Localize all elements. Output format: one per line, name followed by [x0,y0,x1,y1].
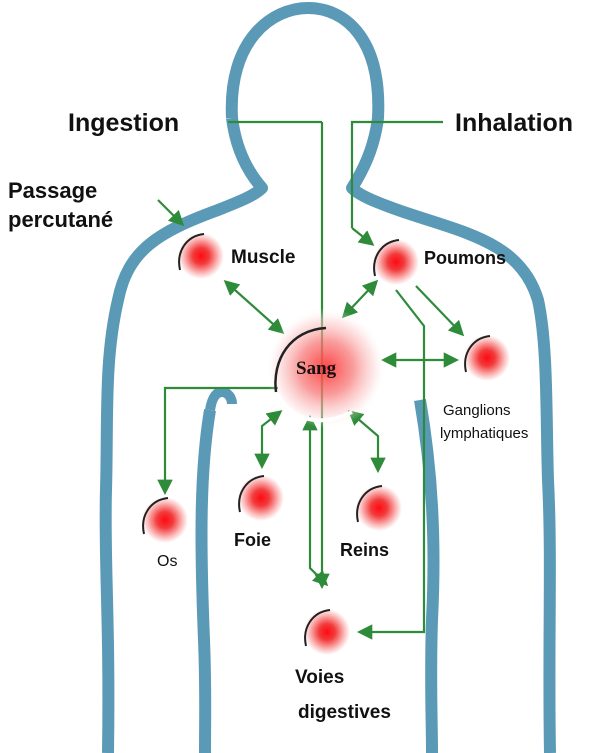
os-label: Os [157,553,177,570]
ganglions-label-line1: Ganglions [443,402,511,419]
arrow-poumons-sang [344,282,376,316]
muscle-node [178,233,224,279]
muscle-label: Muscle [231,247,295,268]
foie-label: Foie [234,530,271,550]
percutaneous-label-line1: Passage [8,178,97,203]
ganglions-label-line2: lymphatiques [440,425,528,442]
voies-node [304,609,350,655]
inhalation-label: Inhalation [455,109,573,137]
ganglions-node [464,335,510,381]
ingestion-label: Ingestion [68,109,179,137]
sang-node: Sang [266,308,386,428]
poumons-node [373,239,419,285]
foie-node [238,475,284,521]
voies-label-line1: Voies [295,667,344,688]
poumons-label: Poumons [424,248,506,268]
reins-node [356,485,402,531]
arrow-sang-voies [310,418,326,584]
arrow-inhalation-diag [352,228,372,244]
arrow-muscle-sang [226,282,282,332]
voies-label-line2: digestives [298,702,391,723]
arrow-sang-foie [262,412,280,466]
reins-label: Reins [340,540,389,560]
sang-label: Sang [296,358,337,379]
arrow-percutaneous [158,200,182,224]
percutaneous-label-line2: percutané [8,207,113,232]
os-node [142,497,188,543]
